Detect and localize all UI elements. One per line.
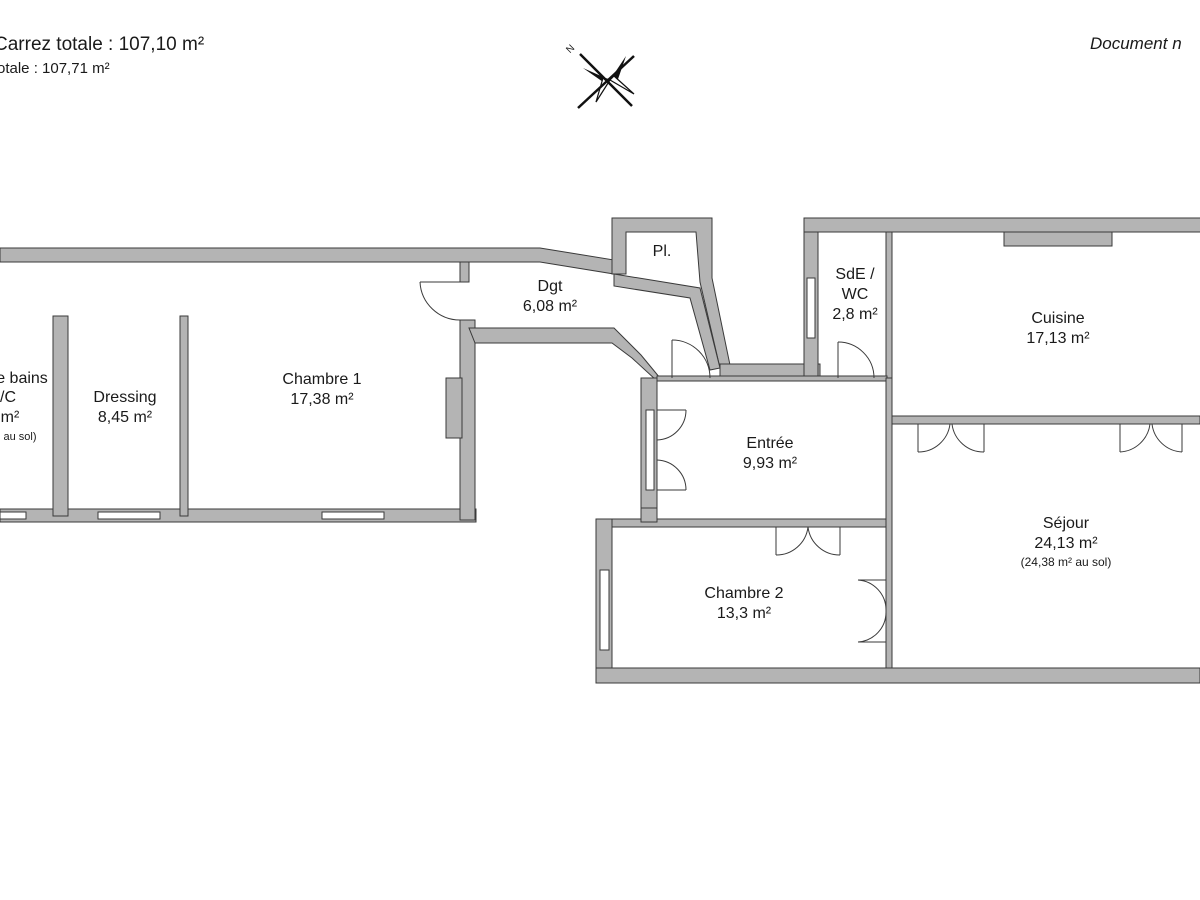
room-cuisine-name: Cuisine xyxy=(1031,310,1084,327)
room-chambre1-area: 17,38 m² xyxy=(290,391,354,408)
room-placard-name: Pl. xyxy=(653,243,672,260)
room-entree-area: 9,93 m² xyxy=(743,455,798,472)
room-dgt-area: 6,08 m² xyxy=(523,298,578,315)
room-cuisine-area: 17,13 m² xyxy=(1026,330,1090,347)
carrez-total-label: Carrez totale : 107,10 m² xyxy=(0,34,205,55)
room-bains-sol: au sol) xyxy=(3,431,36,443)
room-dressing-name: Dressing xyxy=(93,389,156,406)
room-sejour-name: Séjour xyxy=(1043,515,1090,532)
room-sejour-area: 24,13 m² xyxy=(1034,535,1098,552)
room-dgt-name: Dgt xyxy=(538,278,563,295)
room-bains-area: m² xyxy=(1,409,20,426)
room-bains-line1: e bains xyxy=(0,370,48,387)
room-sde-name1: SdE / xyxy=(835,266,875,283)
room-chambre2-name: Chambre 2 xyxy=(704,585,783,602)
compass-north-letter: N xyxy=(564,43,577,56)
room-entree-name: Entrée xyxy=(746,435,793,452)
doors xyxy=(419,281,1183,643)
room-bains-line2: /C xyxy=(0,389,16,406)
room-dressing-area: 8,45 m² xyxy=(98,409,153,426)
room-sejour-sol: (24,38 m² au sol) xyxy=(1021,555,1112,569)
total-area-label: otale : 107,71 m² xyxy=(0,60,110,77)
room-chambre1-name: Chambre 1 xyxy=(282,371,361,388)
compass-rose-icon: N xyxy=(564,43,635,109)
room-chambre2-area: 13,3 m² xyxy=(717,605,772,622)
document-note: Document n xyxy=(1090,34,1182,53)
room-sde-area: 2,8 m² xyxy=(832,306,878,323)
windows xyxy=(0,277,816,651)
room-sde-name2: WC xyxy=(842,286,869,303)
